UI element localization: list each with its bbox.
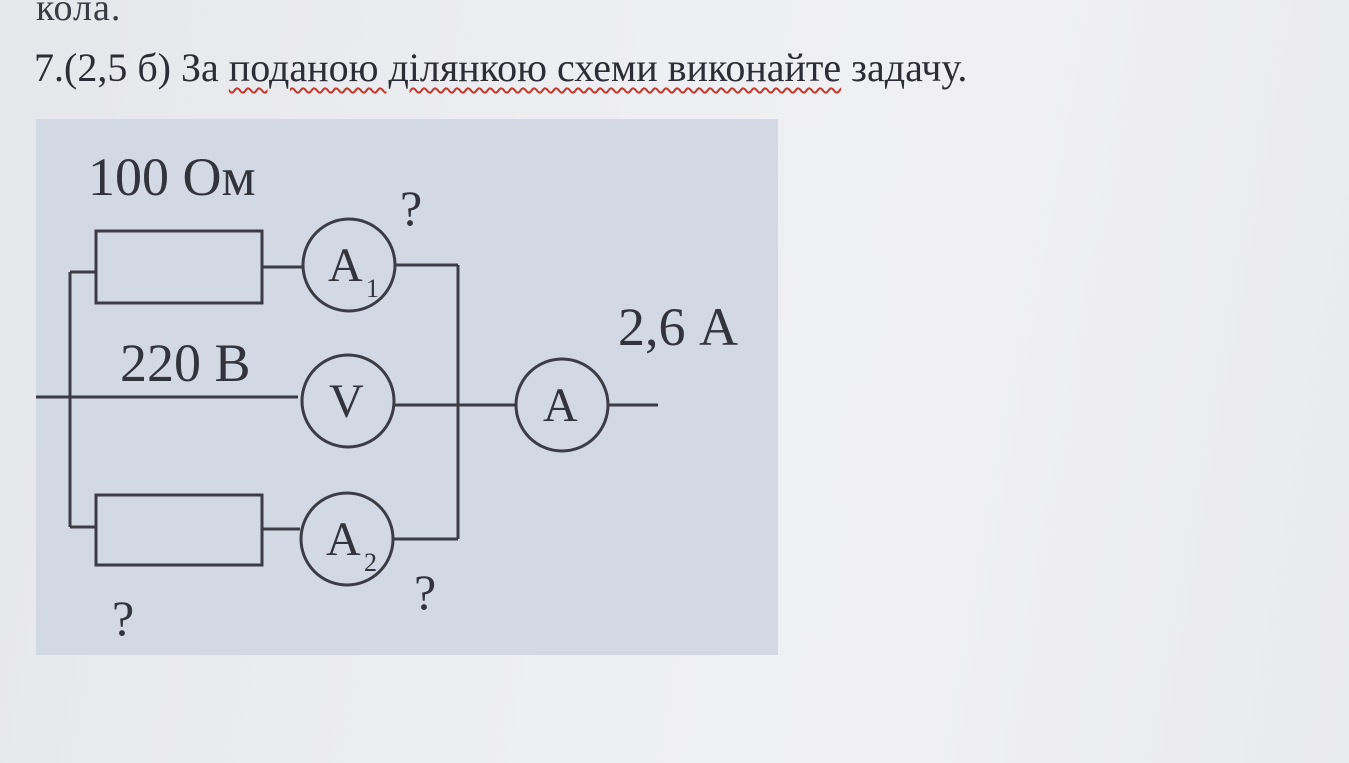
voltage-label: 220 В bbox=[120, 333, 251, 393]
ammeter-a2-subscript: 2 bbox=[364, 548, 377, 577]
task-underlined-text: поданою ділянкою схеми виконайте bbox=[228, 45, 842, 90]
resistor-top-label: 100 Ом bbox=[88, 147, 256, 207]
task-prefix: 7.(2,5 б) За bbox=[34, 45, 229, 90]
ammeter-a1-subscript: 1 bbox=[366, 274, 379, 303]
resistor-bottom bbox=[94, 493, 264, 567]
ammeter-a2-unknown: ? bbox=[414, 564, 436, 620]
ammeter-a1-unknown: ? bbox=[400, 180, 422, 236]
circuit-diagram: 100 Ом 220 В 2,6 А ? ? ? A 1 V A 2 A bbox=[36, 147, 738, 646]
circuit-figure: 100 Ом 220 В 2,6 А ? ? ? A 1 V A 2 A bbox=[36, 119, 778, 655]
ammeter-main-letter: A bbox=[543, 379, 578, 432]
main-current-label: 2,6 А bbox=[618, 297, 738, 357]
resistor-top bbox=[94, 229, 264, 305]
task-statement: 7.(2,5 б) За поданою ділянкою схеми вико… bbox=[34, 44, 967, 91]
previous-line-fragment: кола. bbox=[36, 0, 122, 29]
ammeter-a2-letter: A bbox=[326, 513, 361, 566]
task-suffix: задачу. bbox=[841, 45, 968, 90]
resistor-bottom-unknown: ? bbox=[112, 590, 134, 646]
voltmeter bbox=[300, 353, 396, 449]
ammeter-a1-letter: A bbox=[328, 239, 363, 292]
voltmeter-letter: V bbox=[329, 375, 364, 428]
